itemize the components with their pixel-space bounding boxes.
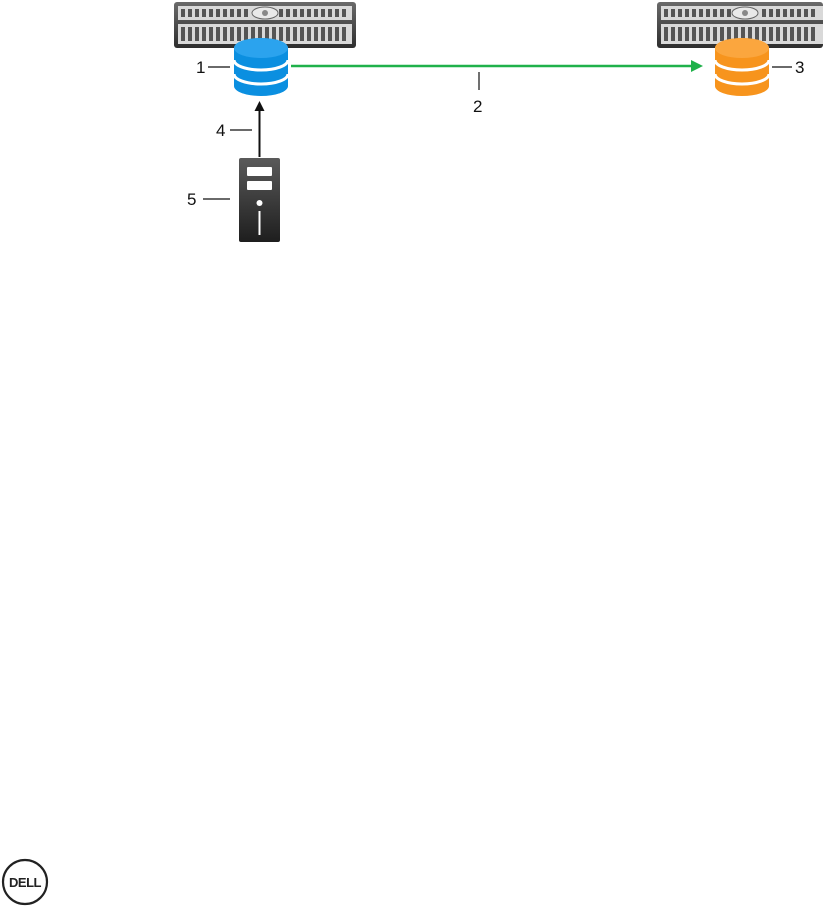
dell-logo: DELL — [3, 860, 47, 904]
callout-2: 2 — [473, 72, 482, 116]
destination-volume-database-icon — [715, 38, 769, 96]
source-volume-database-icon — [234, 38, 288, 96]
callout-1-label: 1 — [196, 58, 205, 77]
host-server-icon — [239, 158, 280, 242]
callout-5: 5 — [187, 190, 230, 209]
callout-2-label: 2 — [473, 97, 482, 116]
dell-logo-text: DELL — [9, 875, 42, 890]
callout-3-label: 3 — [795, 58, 804, 77]
callout-3: 3 — [772, 58, 804, 77]
callout-5-label: 5 — [187, 190, 196, 209]
source-storage-array — [174, 2, 356, 96]
callout-4: 4 — [216, 121, 252, 140]
replication-arrow — [291, 60, 703, 72]
host-connection-arrow — [255, 101, 265, 157]
destination-storage-array — [657, 2, 823, 96]
callout-4-label: 4 — [216, 121, 225, 140]
callout-1: 1 — [196, 58, 230, 77]
